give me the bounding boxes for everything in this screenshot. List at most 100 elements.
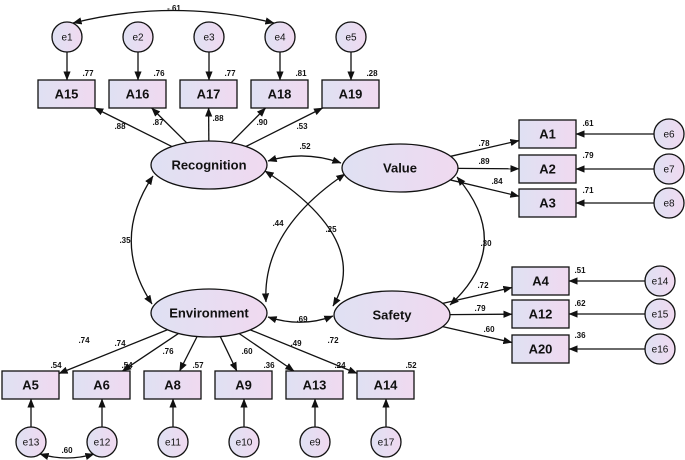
error-label-e12: e12 [94,438,111,449]
correlation-label-rec-env: .35 [119,236,131,245]
error-e3 [193,21,225,53]
error-e1 [51,21,83,53]
r2-label-a17: .77 [224,69,236,78]
indicator-label-a20: A20 [529,341,553,356]
error-e10 [228,426,260,458]
indicator-a5 [1,370,60,400]
indicator-label-a5: A5 [22,377,39,392]
indicator-label-a13: A13 [303,377,327,392]
correlation-label-rec-saf: .25 [325,225,337,234]
loading-path-a1 [450,138,520,157]
correlation-label-val-env: .44 [272,219,284,228]
indicator-label-a8: A8 [164,377,181,392]
correlation-path-rec-val [267,154,342,164]
indicator-a18 [250,79,309,109]
r2-label-a9: .36 [263,361,275,370]
loading-label-a20: .60 [483,325,495,334]
indicator-a1 [518,119,577,149]
r2-label-a2: .79 [582,151,594,160]
loading-path-a13 [238,332,295,372]
correlation-path-env-saf [267,315,334,324]
latent-label-value: Value [383,160,417,175]
loading-path-a15 [94,107,173,148]
correlation-path-rec-saf [264,170,345,307]
r2-label-a1: .61 [582,119,594,128]
r2-label-a19: .28 [366,69,378,78]
error-label-e10: e10 [236,438,253,449]
loading-path-a14 [250,329,358,374]
latent-label-safety: Safety [372,307,412,322]
error-e11 [157,426,189,458]
loading-label-a13: .49 [290,339,302,348]
error-correlation-path-e1-e4 [72,9,275,25]
correlation-label-env-saf: .69 [296,315,308,324]
indicator-a2 [518,154,577,184]
indicator-a19 [321,79,380,109]
error-label-e6: e6 [663,130,675,141]
loading-label-a18: .90 [256,118,268,127]
r2-label-a18: .81 [295,69,307,78]
error-label-e1: e1 [61,33,73,44]
r2-label-a14: .52 [405,361,417,370]
loading-path-a6 [122,332,179,372]
correlation-path-val-env [261,173,346,303]
error-e13 [15,426,47,458]
latent-label-recognition: Recognition [171,157,246,172]
error-label-e5: e5 [345,33,357,44]
indicator-a6 [72,370,131,400]
indicator-label-a14: A14 [374,377,399,392]
indicator-label-a18: A18 [268,86,292,101]
error-e7 [653,153,685,185]
error-e8 [653,187,685,219]
error-label-e15: e15 [652,310,669,321]
loading-label-a8: .76 [162,347,174,356]
loading-path-a9 [219,336,238,372]
loading-path-a18 [230,107,267,144]
error-e5 [335,21,367,53]
error-e2 [122,21,154,53]
loading-label-a2: .89 [478,157,490,166]
indicator-label-a1: A1 [539,126,556,141]
r2-label-a5: .54 [50,361,62,370]
loading-label-a6: .74 [114,339,126,348]
r2-label-a3: .71 [582,186,594,195]
error-e16 [644,333,676,365]
loading-label-a15: .88 [114,122,126,131]
r2-label-a15: .77 [82,69,94,78]
loading-label-a16: .87 [152,118,164,127]
r2-label-a12: .62 [574,299,586,308]
loading-label-a5: .74 [78,336,90,345]
indicator-label-a2: A2 [539,161,556,176]
loading-path-a16 [151,107,188,144]
loading-path-a19 [245,107,324,148]
error-e9 [299,426,331,458]
error-label-e16: e16 [652,345,669,356]
correlation-path-rec-env [130,175,154,305]
indicator-a15 [37,79,96,109]
indicator-label-a3: A3 [539,195,556,210]
loading-label-a3: .84 [491,177,503,186]
r2-label-a8: .57 [192,361,204,370]
loading-label-a1: .78 [478,139,490,148]
indicator-a13 [285,370,344,400]
loading-label-a4: .72 [477,281,489,290]
indicator-a4 [511,266,570,296]
labels-layer: .88.87.88.90.53.78.89.84.72.79.60.74.74.… [22,4,675,455]
nodes-layer [1,21,685,458]
r2-label-a13: .24 [334,361,346,370]
indicator-label-a15: A15 [55,86,79,101]
indicator-label-a12: A12 [529,306,553,321]
error-label-e3: e3 [203,33,215,44]
r2-label-a4: .51 [574,266,586,275]
error-e15 [644,298,676,330]
indicator-a20 [511,334,570,364]
correlation-path-val-saf [449,176,485,306]
error-correlation-label-e13-e12: .60 [61,446,73,455]
error-label-e8: e8 [663,199,675,210]
correlation-label-rec-val: .52 [299,142,311,151]
loading-path-a5 [58,329,168,375]
indicator-a8 [143,370,202,400]
latent-label-environment: Environment [169,305,249,320]
indicator-a12 [511,299,570,329]
error-label-e4: e4 [274,33,286,44]
